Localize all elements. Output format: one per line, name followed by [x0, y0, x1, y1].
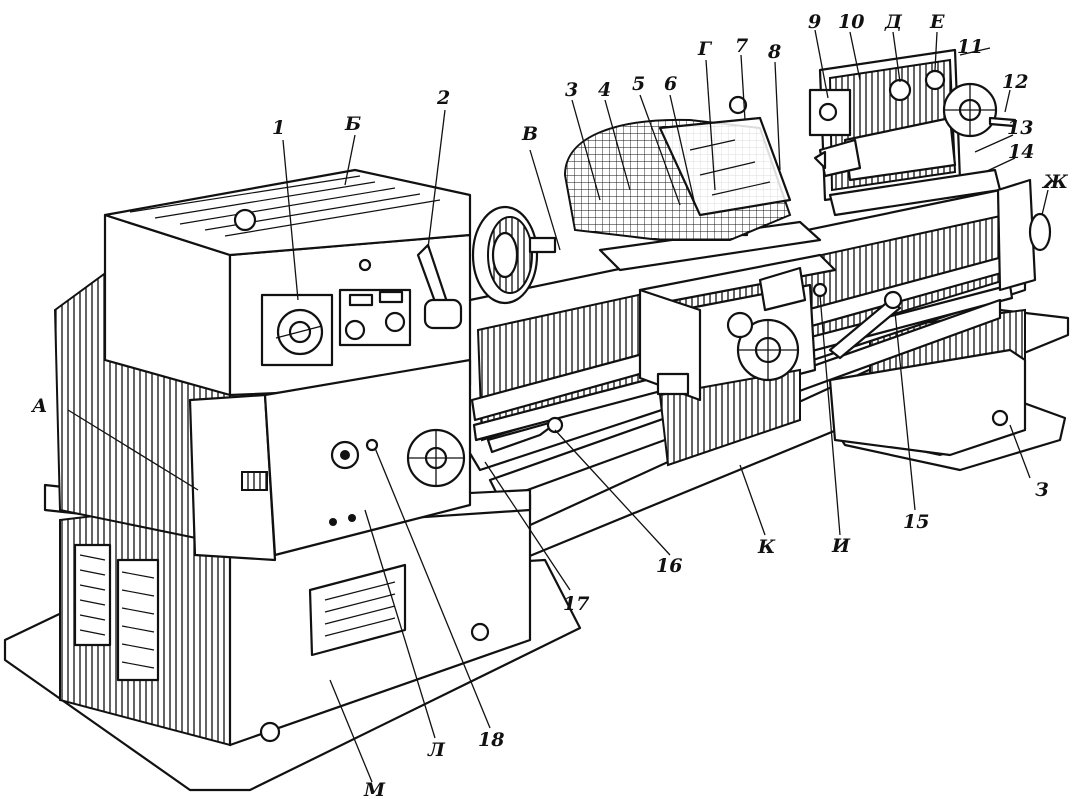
handwheel-icon [942, 82, 1017, 138]
right-pedestal [828, 308, 1027, 457]
callout-11: 11 [957, 36, 983, 58]
bolt-icon [259, 721, 281, 743]
callout-8: 8 [767, 41, 781, 63]
end-bracket [828, 178, 1052, 360]
handwheel-icon [736, 318, 800, 382]
callout-K: К [757, 536, 776, 558]
callout-M: М [363, 779, 386, 799]
callout-G: Г [697, 38, 713, 60]
callout-3: 3 [565, 79, 578, 101]
callout-7: 7 [735, 35, 748, 57]
chip-guard [563, 95, 792, 241]
tailstock [808, 48, 1017, 217]
vent-icon [73, 543, 160, 682]
callout-18: 18 [478, 729, 504, 751]
chuck-icon [471, 205, 557, 305]
callout-A: А [30, 395, 47, 417]
callout-5: 5 [632, 73, 645, 95]
callout-L: Л [427, 739, 446, 761]
vent-icon [308, 563, 407, 657]
callout-17: 17 [563, 593, 589, 615]
bolt-icon [991, 409, 1009, 427]
callout-10: 10 [838, 11, 864, 33]
left-pedestal [43, 483, 532, 747]
callout-15: 15 [903, 511, 929, 533]
callout-Zh: Ж [1041, 171, 1069, 193]
callout-I: И [831, 535, 851, 557]
callout-E: Е [929, 11, 945, 33]
callout-Z: З [1035, 479, 1049, 501]
callout-labels: 1 2 3 4 5 6 7 8 9 10 11 12 13 14 15 16 1… [30, 11, 1069, 799]
knob-icon [330, 438, 379, 470]
headstock [53, 168, 472, 562]
callout-V: В [521, 123, 538, 145]
bolt-icon [470, 622, 490, 642]
callout-9: 9 [808, 11, 821, 33]
leader-lines [67, 29, 1049, 783]
callout-1: 1 [272, 117, 285, 139]
callout-16: 16 [656, 555, 682, 577]
handwheel-icon [406, 428, 466, 488]
callout-12: 12 [1002, 71, 1028, 93]
callout-4: 4 [598, 79, 611, 101]
callout-6: 6 [664, 73, 677, 95]
callout-14: 14 [1008, 141, 1034, 163]
callout-13: 13 [1007, 117, 1033, 139]
callout-B: Б [344, 113, 361, 135]
knob-icon [275, 308, 324, 356]
callout-D: Д [884, 11, 903, 33]
callout-2: 2 [436, 87, 450, 109]
